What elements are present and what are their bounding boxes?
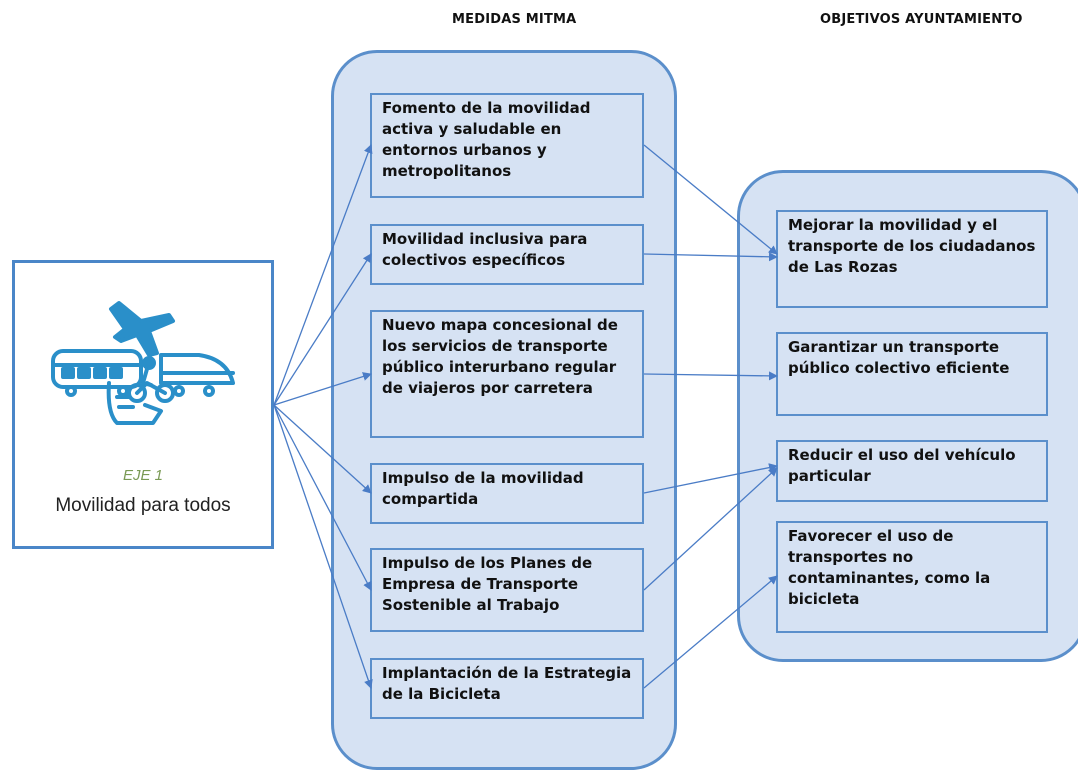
objetivo-text: Garantizar un transporte público colecti… — [788, 338, 1010, 377]
header-objetivos-ayuntamiento: OBJETIVOS AYUNTAMIENTO — [820, 12, 1023, 27]
medida-box-3: Impulso de la movilidad compartida — [370, 463, 644, 524]
medida-box-5: Implantación de la Estrategia de la Bici… — [370, 658, 644, 719]
medida-text: Impulso de la movilidad compartida — [382, 469, 584, 508]
medida-box-1: Movilidad inclusiva para colectivos espe… — [370, 224, 644, 285]
connector-medida-2-to-objetivo-1 — [643, 371, 778, 381]
connector-medida-3-to-objetivo-2 — [643, 463, 778, 494]
connector-eje-to-medida-4 — [273, 404, 372, 591]
objetivo-text: Reducir el uso del vehículo particular — [788, 446, 1016, 485]
objetivo-text: Mejorar la movilidad y el transporte de … — [788, 216, 1036, 276]
objetivo-box-1: Garantizar un transporte público colecti… — [776, 332, 1048, 416]
connector-eje-to-medida-0 — [273, 144, 373, 406]
objetivo-box-0: Mejorar la movilidad y el transporte de … — [776, 210, 1048, 308]
connector-medida-5-to-objetivo-3 — [643, 575, 778, 689]
connector-medida-1-to-objetivo-0 — [643, 252, 778, 262]
connector-eje-to-medida-2 — [273, 372, 372, 406]
connector-eje-to-medida-5 — [273, 404, 373, 689]
objetivo-text: Favorecer el uso de transportes no conta… — [788, 527, 991, 608]
objetivo-box-3: Favorecer el uso de transportes no conta… — [776, 521, 1048, 633]
medida-text: Impulso de los Planes de Empresa de Tran… — [382, 554, 593, 614]
connector-medida-0-to-objetivo-0 — [643, 144, 778, 255]
transport-mobility-icon — [51, 301, 235, 425]
eje-card: EJE 1 Movilidad para todos — [12, 260, 274, 549]
eje-title: Movilidad para todos — [55, 495, 231, 516]
medida-text: Fomento de la movilidad activa y saludab… — [382, 99, 591, 180]
medida-text: Movilidad inclusiva para colectivos espe… — [382, 230, 588, 269]
medida-box-4: Impulso de los Planes de Empresa de Tran… — [370, 548, 644, 632]
connector-eje-to-medida-1 — [273, 253, 372, 406]
medida-box-0: Fomento de la movilidad activa y saludab… — [370, 93, 644, 198]
connector-medida-4-to-objetivo-3 — [643, 467, 778, 591]
medida-text: Nuevo mapa concesional de los servicios … — [382, 316, 618, 397]
header-medidas-mitma: MEDIDAS MITMA — [452, 12, 577, 27]
medida-box-2: Nuevo mapa concesional de los servicios … — [370, 310, 644, 438]
medida-text: Implantación de la Estrategia de la Bici… — [382, 664, 632, 703]
connector-eje-to-medida-3 — [273, 404, 372, 494]
eje-number: EJE 1 — [122, 467, 164, 484]
